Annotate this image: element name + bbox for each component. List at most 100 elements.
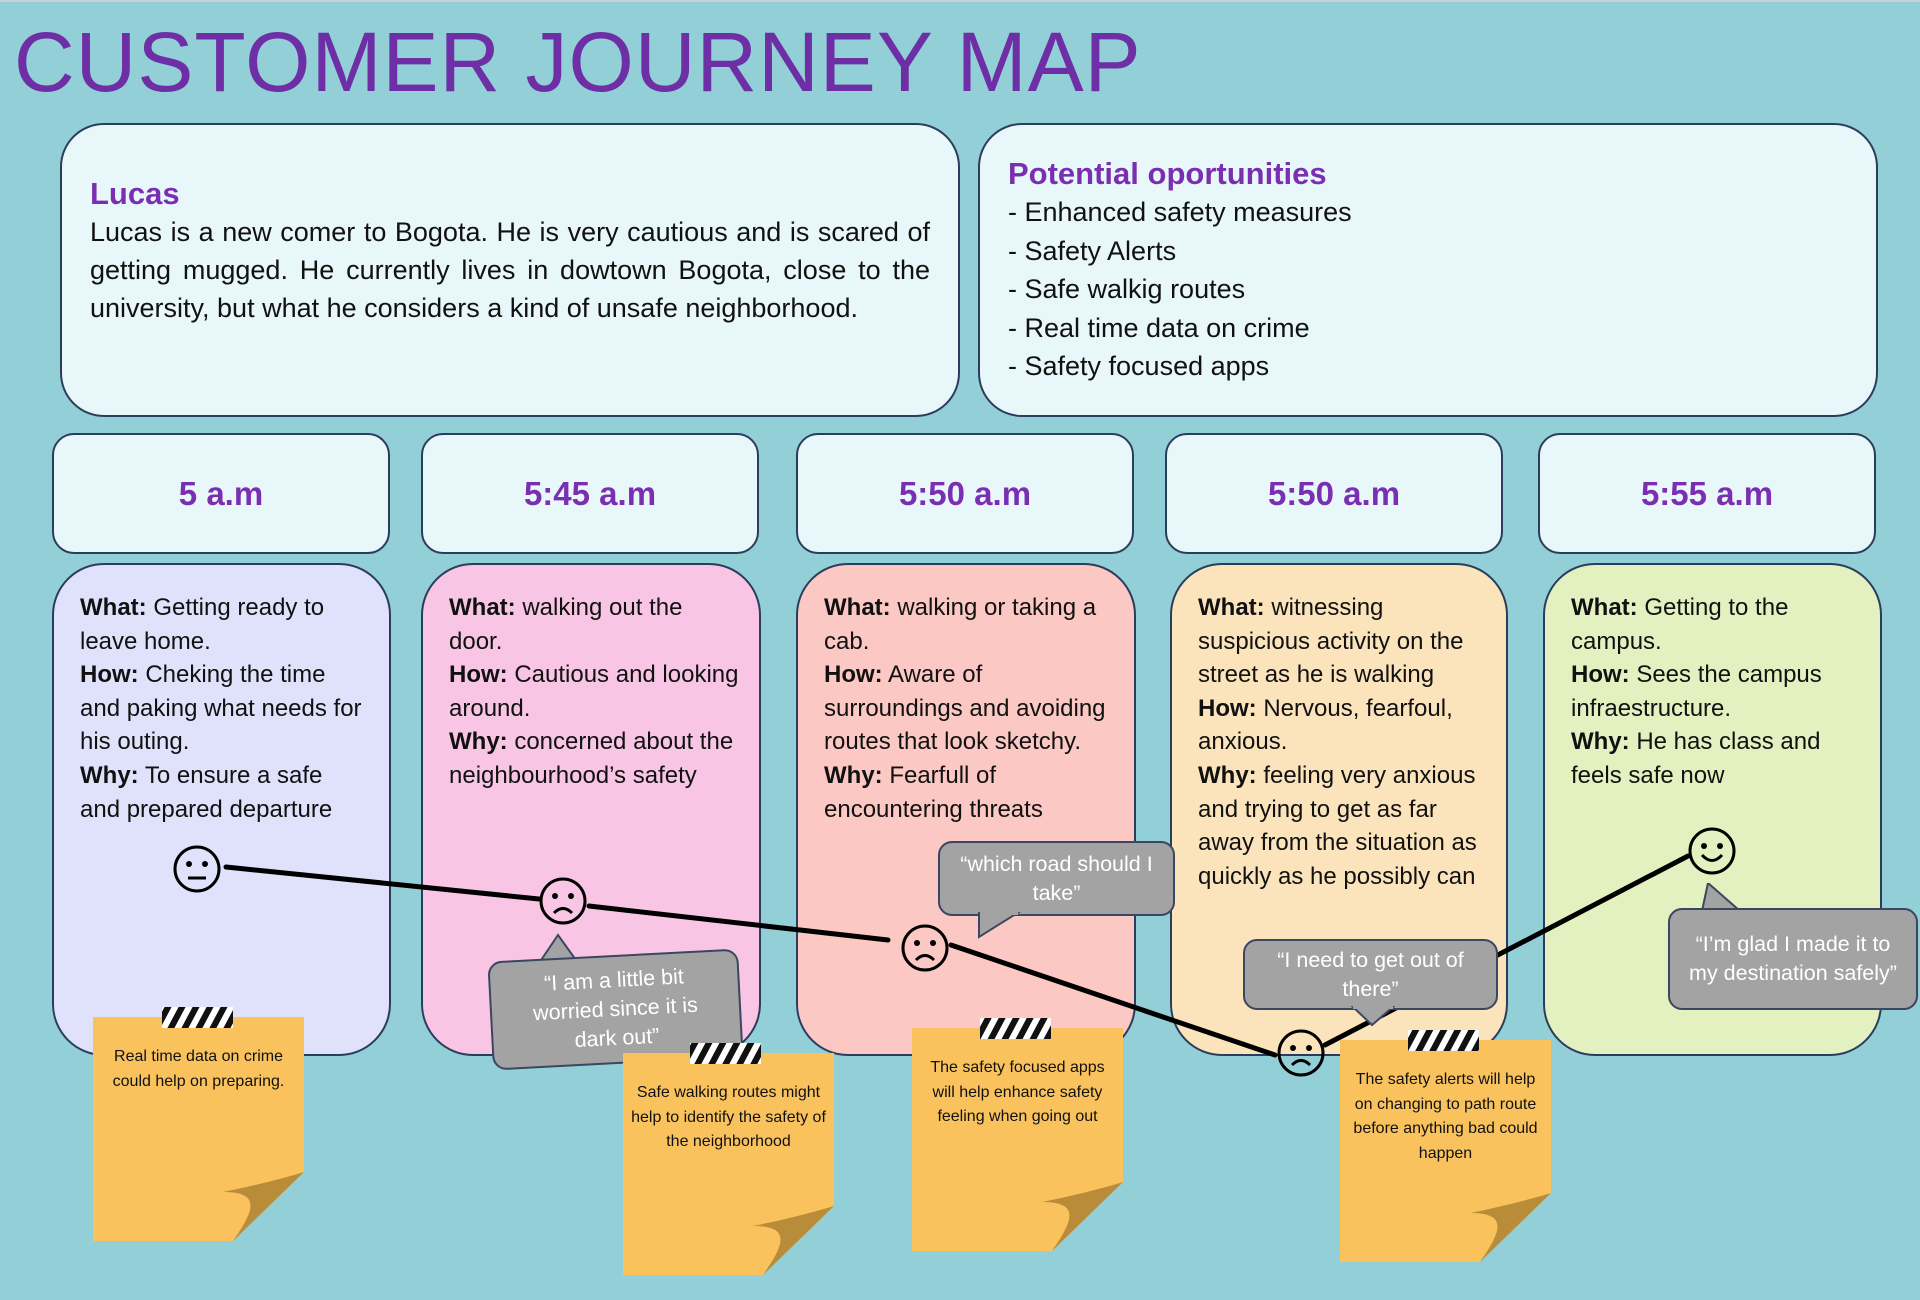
sticky-note-shape: [93, 1017, 304, 1241]
why-text: Fearfull of encountering threats: [824, 761, 1043, 823]
opportunities-card: Potential oportunities - Enhanced safety…: [978, 123, 1878, 417]
time-header-3: 5:50 a.m: [796, 433, 1134, 554]
what-text: walking out the door.: [449, 594, 683, 655]
sticky-note-4: The safety alerts will help on changing …: [1340, 1040, 1551, 1262]
time-label: 5 a.m: [178, 474, 264, 512]
what-text: Getting ready to leave home.: [80, 594, 325, 655]
time-header-4: 5:50 a.m: [1165, 433, 1503, 554]
stage-what: What: walking out the door.: [449, 591, 739, 658]
how-text: Sees the campus infraestructure.: [1571, 661, 1822, 722]
opportunity-item: - Real time data on crime: [1008, 312, 1310, 343]
stage-what: What: walking or taking a cab.: [824, 591, 1114, 658]
emotion-line-segment: [948, 942, 1278, 1058]
time-header-1: 5 a.m: [52, 433, 390, 554]
emotion-line-segment: [586, 903, 891, 943]
why-text: He has class and feels safe now: [1571, 728, 1821, 789]
quote-bubble-4: “I’m glad I made it to my destination sa…: [1668, 908, 1918, 1010]
why-label: Why:: [80, 761, 139, 789]
sticky-note-shape: [912, 1028, 1123, 1251]
opportunity-item: - Safety Alerts: [1008, 235, 1177, 266]
what-text: walking or taking a cab.: [824, 594, 1097, 655]
time-header-5: 5:55 a.m: [1538, 433, 1876, 554]
what-text: witnessing suspicious activity on the st…: [1198, 594, 1464, 689]
what-label: What:: [80, 594, 147, 621]
happy-face-icon: [1688, 827, 1736, 875]
note-text: The safety alerts will help on changing …: [1353, 1071, 1538, 1162]
stage-what: What: Getting to the campus.: [1571, 591, 1860, 658]
persona-card: Lucas Lucas is a new comer to Bogota. He…: [60, 123, 960, 417]
opportunity-item: - Safe walkig routes: [1008, 274, 1246, 304]
opportunity-item: - Enhanced safety measures: [1008, 197, 1352, 227]
how-label: How:: [1571, 661, 1630, 689]
time-label: 5:50 a.m: [1267, 474, 1401, 512]
stage-how: How: Cautious and looking around.: [449, 658, 739, 725]
tape-strip: [1408, 1030, 1479, 1051]
tape-strip: [162, 1007, 233, 1028]
how-label: How:: [824, 661, 883, 689]
stage-why: Why: He has class and feels safe now: [1571, 725, 1860, 792]
how-text: Cautious and looking around.: [449, 661, 739, 722]
persona-description: Lucas is a new comer to Bogota. He is ve…: [90, 217, 930, 323]
why-text: To ensure a safe and prepared departure: [80, 761, 333, 823]
quote-bubble-2: “which road should I take”: [938, 841, 1175, 916]
why-label: Why:: [824, 761, 883, 789]
stage-how: How: Nervous, fearfoul, anxious.: [1198, 692, 1486, 759]
opportunity-item: - Safety focused apps: [1008, 351, 1270, 381]
stage-what: What: Getting ready to leave home.: [80, 591, 369, 658]
why-text: concerned about the neighbourhood’s safe…: [449, 728, 734, 789]
tape-strip: [980, 1018, 1051, 1039]
stage-how: How: Aware of surroundings and avoiding …: [824, 658, 1114, 759]
why-label: Why:: [1571, 728, 1630, 756]
quote-text: “I’m glad I made it to my destination sa…: [1689, 932, 1897, 985]
sad-face-icon: [1277, 1029, 1325, 1077]
stage-why: Why: Fearfull of encountering threats: [824, 759, 1114, 826]
bubble-tail: [1350, 1006, 1396, 1027]
tape-strip: [690, 1043, 761, 1064]
how-label: How:: [1198, 694, 1257, 722]
time-label: 5:55 a.m: [1640, 474, 1774, 512]
stage-what: What: witnessing suspicious activity on …: [1198, 591, 1486, 692]
why-text: feeling very anxious and trying to get a…: [1198, 761, 1477, 890]
emotion-line-segment: [223, 864, 542, 902]
what-label: What:: [1571, 594, 1638, 621]
page-title: CUSTOMER JOURNEY MAP: [14, 15, 1142, 109]
time-header-2: 5:45 a.m: [421, 433, 759, 554]
how-text: Nervous, fearfoul, anxious.: [1198, 694, 1453, 756]
quote-text: “I need to get out of there”: [1277, 947, 1464, 1001]
what-label: What:: [449, 594, 516, 621]
stage-why: Why: concerned about the neighbourhood’s…: [449, 725, 739, 792]
sad-face-icon: [901, 924, 949, 972]
stage-how: How: Sees the campus infraestructure.: [1571, 658, 1860, 725]
time-label: 5:45 a.m: [523, 474, 657, 512]
opportunities-heading: Potential oportunities: [1008, 156, 1327, 191]
sticky-note-shape: [1340, 1040, 1551, 1262]
sticky-note-3: The safety focused apps will help enhanc…: [912, 1028, 1123, 1251]
what-label: What:: [824, 594, 891, 621]
note-text: Real time data on crime could help on pr…: [112, 1048, 285, 1090]
stage-how: How: Cheking the time and paking what ne…: [80, 658, 369, 759]
stage-why: Why: To ensure a safe and prepared depar…: [80, 759, 369, 826]
sticky-note-1: Real time data on crime could help on pr…: [93, 1017, 304, 1241]
opportunities-list: - Enhanced safety measures - Safety Aler…: [1008, 193, 1848, 386]
top-divider: [0, 0, 1920, 2]
stage-why: Why: feeling very anxious and trying to …: [1198, 759, 1486, 893]
what-label: What:: [1198, 594, 1265, 621]
bubble-tail: [978, 912, 1021, 939]
how-text: Aware of surroundings and avoiding route…: [824, 661, 1106, 756]
time-label: 5:50 a.m: [898, 474, 1032, 512]
sticky-note-2: Safe walking routes might help to identi…: [623, 1053, 834, 1275]
note-text: The safety focused apps will help enhanc…: [930, 1059, 1105, 1125]
why-label: Why:: [1198, 761, 1257, 789]
what-text: Getting to the campus.: [1571, 594, 1789, 655]
how-label: How:: [80, 661, 139, 689]
stage-card-3: What: walking or taking a cab. How: Awar…: [796, 563, 1136, 1056]
stage-card-1: What: Getting ready to leave home. How: …: [52, 563, 391, 1056]
sticky-note-shape: [623, 1053, 834, 1275]
persona-name: Lucas: [90, 176, 180, 211]
how-label: How:: [449, 661, 508, 689]
why-label: Why:: [449, 728, 508, 756]
quote-text: “which road should I take”: [960, 851, 1153, 905]
sad-face-icon: [539, 877, 587, 925]
note-text: Safe walking routes might help to identi…: [631, 1084, 826, 1150]
